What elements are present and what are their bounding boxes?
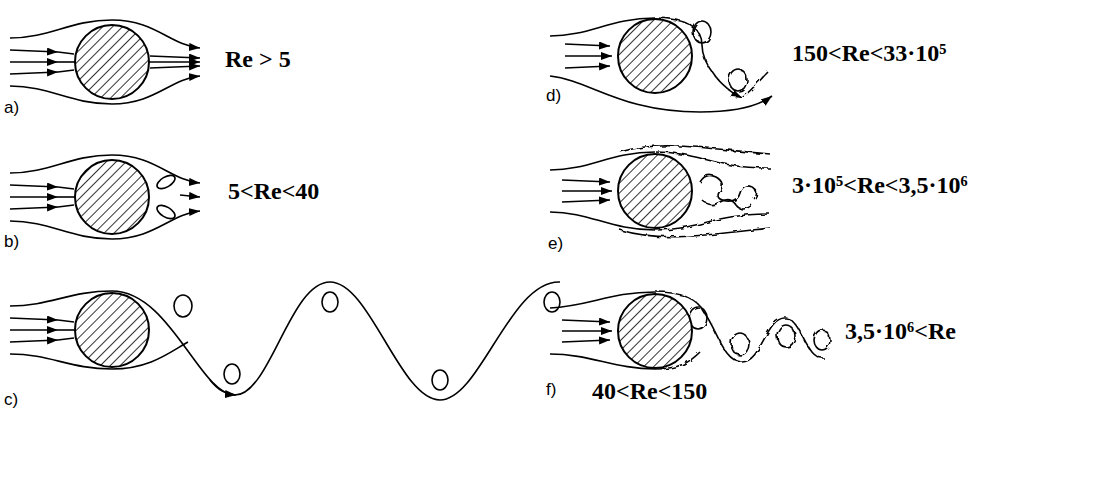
panel-letter: d): [546, 86, 561, 106]
reynolds-range: 5<Re<40: [228, 178, 319, 205]
panel-letter: b): [4, 232, 19, 252]
panel-letter: c): [4, 390, 18, 410]
reynolds-range: Re > 5: [225, 46, 291, 73]
reynolds-range: 3·10⁵<Re<3,5·10⁶: [792, 172, 968, 199]
panel-letter: a): [4, 98, 19, 118]
panel-letter: e): [548, 234, 563, 254]
reynolds-range: 3,5·10⁶<Re: [845, 318, 956, 345]
panel-letter: f): [546, 380, 556, 400]
reynolds-range: 150<Re<33·10⁵: [792, 40, 947, 67]
reynolds-range: 40<Re<150: [592, 378, 707, 405]
